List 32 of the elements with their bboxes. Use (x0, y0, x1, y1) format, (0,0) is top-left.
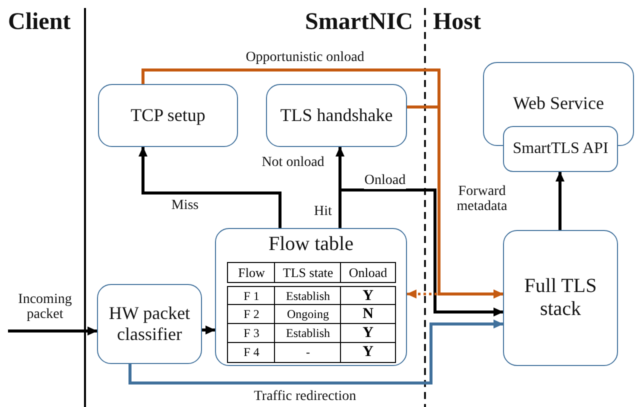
table-cell: Y (340, 286, 396, 306)
table-cell: Y (340, 323, 396, 344)
table-cell: Y (340, 342, 396, 363)
table-cell: N (340, 304, 396, 325)
node-text: Flow table (268, 233, 354, 256)
process-box (503, 126, 618, 172)
process-box (98, 84, 238, 147)
node-text: HW packet classifier (108, 303, 192, 345)
arrow (138, 146, 282, 228)
table-cell: TLS state (274, 262, 342, 283)
arrow (202, 326, 216, 334)
node-text: TLS handshake (280, 105, 393, 126)
process-box (503, 230, 618, 366)
column-heading: Host (433, 9, 481, 36)
process-box (97, 284, 202, 364)
process-box (266, 84, 407, 147)
table-cell: - (274, 342, 342, 363)
arrow (556, 172, 564, 230)
node-text: SmartTLS API (512, 140, 608, 158)
edge-label: Opportunistic onload (246, 50, 364, 66)
table-cell: F 4 (227, 342, 276, 363)
node-text: TCP setup (130, 105, 206, 126)
arrow (128, 320, 504, 384)
arrow (338, 188, 504, 316)
table-cell: Onload (340, 262, 396, 283)
node-text: Full TLS stack (523, 275, 598, 321)
node-text: Web Service (512, 93, 604, 114)
column-heading: Client (8, 9, 71, 36)
arrow (8, 326, 98, 336)
arrow (406, 290, 437, 298)
column-heading: SmartNIC (305, 9, 413, 36)
table-cell: Flow (227, 262, 276, 283)
